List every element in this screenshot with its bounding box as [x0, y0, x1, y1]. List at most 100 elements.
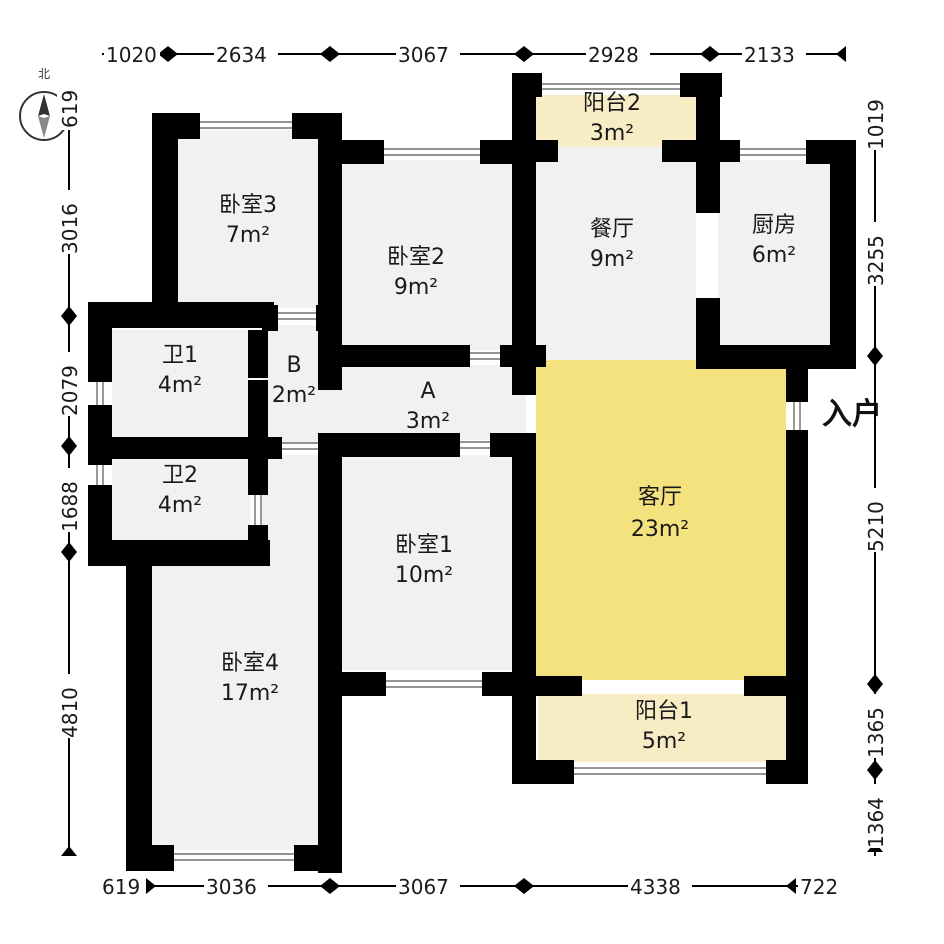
dim-top-3: 3067: [398, 43, 449, 67]
wall-dining-right-top: [696, 73, 720, 213]
window-bal2-top: [542, 83, 680, 90]
dim-right-2: 3255: [864, 235, 888, 286]
tick-right-2: [867, 674, 883, 694]
tick-top-1: [158, 46, 178, 62]
door-hallA-bottom: [460, 441, 490, 449]
tick-top-4: [700, 46, 720, 62]
tick-left-3: [61, 542, 77, 562]
dim-bottom-5: 722: [800, 875, 838, 899]
bedroom1-name: 卧室1: [395, 533, 453, 558]
bedroom4-floor: [150, 565, 320, 850]
dim-bottom-3: 3067: [398, 875, 449, 899]
wall-dining-bottom-join: [512, 360, 536, 395]
tick-left-2: [61, 436, 77, 456]
wall-b4-left: [126, 540, 152, 870]
tick-right-3: [867, 760, 883, 780]
dim-labels-right: 1019 3255 5210 1365 1364: [863, 86, 888, 848]
wall-living-bottom-right: [744, 676, 808, 696]
balcony2-name: 阳台2: [583, 91, 641, 116]
hallA-area: 3m²: [406, 409, 450, 434]
dim-top-2: 2634: [216, 43, 267, 67]
dim-labels-left: 619 3016 2079 1688 4810: [57, 84, 82, 738]
door-hallB-top: [278, 312, 316, 320]
dim-left-5: 4810: [58, 687, 82, 738]
wall-hallA-top: [318, 345, 470, 367]
wall-b1-bottom-left: [342, 672, 386, 696]
dim-left-4: 1688: [58, 481, 82, 532]
dim-right-1: 1019: [864, 99, 888, 150]
wall-bath2-bottom: [88, 540, 270, 566]
bedroom4-name: 卧室4: [221, 651, 279, 676]
bath1-name: 卫1: [162, 343, 198, 368]
tick-top-3: [514, 46, 534, 62]
wall-bal1-bottom-right: [766, 760, 808, 784]
window-kitchen-top: [740, 148, 806, 156]
bedroom3-name: 卧室3: [219, 193, 277, 218]
wall-bath-top: [88, 302, 274, 328]
tick-top-2: [320, 46, 340, 62]
compass-arrow-north-icon: [38, 94, 50, 116]
wall-b1-bottom-right: [482, 672, 536, 696]
dim-left-2: 3016: [58, 203, 82, 254]
dim-right-5: 1364: [864, 797, 888, 848]
balcony1-floor: [538, 694, 786, 762]
living-area: 23m²: [631, 517, 689, 542]
wall-kitchen-top-left: [718, 140, 740, 162]
hallB-area: 2m²: [272, 383, 316, 408]
wall-bath1-right-low: [248, 380, 268, 440]
window-bal1-bottom: [574, 767, 766, 775]
living-floor: [536, 360, 786, 680]
wall-b4-bottom-left: [126, 845, 174, 871]
dim-labels-top: 1020 2634 3067 2928 2133: [104, 42, 806, 67]
hallA-name: A: [420, 379, 435, 404]
door-hallA-top: [470, 352, 500, 360]
tick-bottom-3: [514, 878, 534, 894]
wall-kitchen-right: [830, 140, 856, 368]
door-bath-mid: [282, 442, 318, 450]
tick-right-1: [867, 346, 883, 366]
dim-left-3: 2079: [58, 365, 82, 416]
wall-bal2-top-left: [512, 73, 542, 97]
wall-living-bottom-left: [536, 676, 582, 696]
window-bath2-left: [96, 465, 104, 485]
wall-hallB-top: [262, 305, 278, 331]
entry-label: 入户: [822, 397, 882, 432]
balcony2-floor: [536, 95, 696, 147]
door-bath2-right: [254, 495, 262, 525]
dim-right-3: 5210: [864, 501, 888, 552]
windows: [96, 83, 806, 861]
wall-b4-bottom-right: [294, 845, 342, 871]
wall-bal2-left: [512, 73, 536, 373]
dim-right-4: 1365: [864, 707, 888, 758]
dim-labels-bottom: 619 3036 3067 4338 722: [100, 874, 844, 899]
wall-b3-top-left: [152, 113, 200, 139]
wall-bath1-left: [88, 302, 112, 382]
dim-top-5: 2133: [744, 43, 795, 67]
kitchen-name: 厨房: [752, 213, 796, 238]
tick-bottom-1: [146, 878, 156, 894]
bedroom1-area: 10m²: [395, 563, 453, 588]
floors: [112, 95, 830, 850]
dim-top-4: 2928: [588, 43, 639, 67]
wall-hallB-right: [316, 305, 342, 331]
balcony1-name: 阳台1: [635, 699, 693, 724]
balcony1-area: 5m²: [642, 729, 686, 754]
bedroom3-area: 7m²: [226, 223, 270, 248]
tick-bottom-4: [786, 878, 796, 894]
tick-left-1: [61, 306, 77, 326]
wall-b2-top-left: [318, 140, 384, 164]
bedroom1-floor: [342, 455, 516, 670]
wall-bath1-right: [248, 330, 268, 378]
wall-b3-left: [152, 113, 178, 308]
dim-left-1: 619: [58, 90, 82, 128]
wall-bal2-inner-left: [536, 140, 558, 162]
room-labels: 卧室3 7m² 卧室2 9m² 阳台2 3m² 餐厅 9m² 厨房 6m² 卫1…: [158, 91, 796, 754]
wall-b1-right: [512, 433, 536, 783]
window-bath1-left: [96, 382, 104, 405]
dim-bottom-2: 3036: [206, 875, 257, 899]
bedroom2-name: 卧室2: [387, 245, 445, 270]
wall-bath2-right-low: [248, 525, 268, 565]
bedroom3-floor: [178, 130, 320, 308]
bedroom2-floor: [342, 160, 516, 350]
window-b2-top: [384, 148, 480, 156]
